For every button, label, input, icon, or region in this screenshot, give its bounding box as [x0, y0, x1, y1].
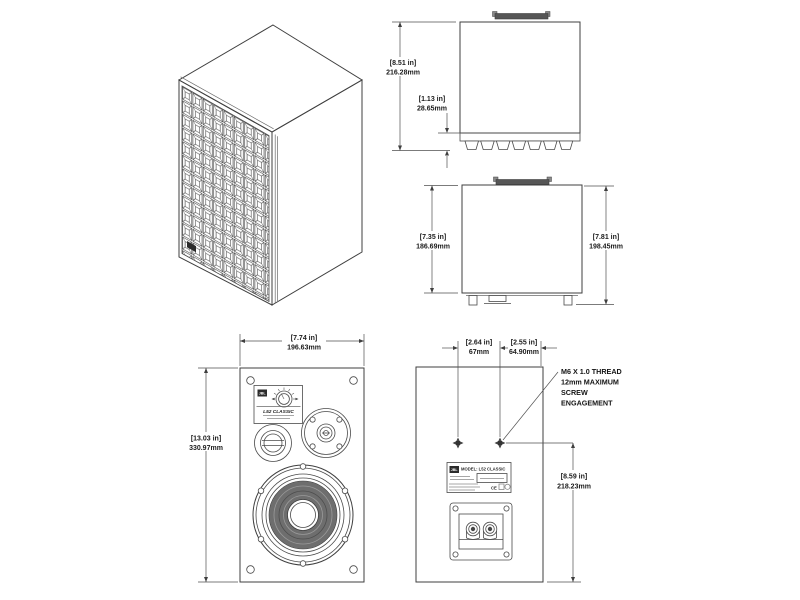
dim-spacing1-mm: 67mm [469, 349, 489, 356]
dim-spacing2-mm: 64.90mm [509, 349, 539, 356]
dim-outer-depth: [7.81 in] 198.45mm [576, 185, 626, 305]
dim-outer-in: [7.81 in] [593, 234, 619, 241]
jbl-grille-badge [187, 241, 196, 253]
thread-note-line3: SCREW [561, 388, 588, 397]
dim-grille-in: [1.13 in] [419, 96, 445, 103]
dim-inner-mm: 186.69mm [416, 244, 450, 251]
dim-outer-mm: 198.45mm [589, 244, 623, 251]
dim-depth-in: [8.51 in] [390, 60, 416, 67]
ce-mark: CE [491, 486, 497, 491]
grille-scallops [464, 140, 574, 150]
thread-note-line2: 12mm MAXIMUM [561, 378, 619, 387]
front-model-text: L52 CLASSIC [263, 409, 294, 415]
dim-insert-height-mm: 218.23mm [557, 484, 591, 491]
bass-port [254, 424, 292, 462]
terminal-cup [449, 502, 513, 561]
dim-insert-height-in: [8.59 in] [561, 474, 587, 481]
dim-depth: [8.51 in] 216.28mm [385, 21, 456, 151]
dim-spacing1-in: [2.64 in] [466, 340, 492, 347]
quadrex-grille [181, 85, 270, 303]
top-view: [8.51 in] 216.28mm [1.13 in] 28.65mm [385, 11, 581, 168]
dim-depth-mm: 216.28mm [386, 70, 420, 77]
woofer [252, 463, 354, 567]
serial-box [476, 473, 508, 483]
dim-spacing2-in: [2.55 in] [511, 340, 537, 347]
rear-view: JBL MODEL: L52 CLASSIC CE [415, 340, 622, 583]
jbl-rear-badge [449, 466, 459, 473]
rear-model-text: MODEL: L52 CLASSIC [461, 467, 505, 472]
dim-inner-depth: [7.35 in] 186.69mm [414, 185, 458, 294]
jbl-rear-badge-text: JBL [451, 468, 459, 472]
dim-insert-height: [8.59 in] 218.23mm [506, 442, 595, 583]
mount-insert-right [494, 437, 506, 449]
thread-note-line1: M6 X 1.0 THREAD [561, 367, 622, 376]
control-panel: JBL L52 CLASSIC [253, 385, 303, 424]
feet [468, 295, 573, 306]
dim-height: [13.03 in] 330.97mm [184, 367, 238, 583]
woofer-screws [257, 463, 349, 567]
tweeter [301, 408, 351, 458]
front-view: JBL L52 CLASSIC [184, 332, 365, 583]
dim-height-mm: 330.97mm [189, 445, 223, 452]
dim-width-mm: 196.63mm [287, 345, 321, 352]
dim-width: [7.74 in] 196.63mm [239, 332, 365, 366]
jbl-front-badge-text: JBL [259, 392, 267, 396]
grille-top-edge [180, 76, 274, 130]
isometric-view [177, 24, 363, 306]
grille-frame-edge [459, 132, 581, 142]
thread-note-line4: ENGAGEMENT [561, 399, 613, 408]
thread-note: M6 X 1.0 THREAD 12mm MAXIMUM SCREW ENGAG… [502, 367, 622, 441]
binding-posts [459, 521, 503, 540]
bottom-view: [7.35 in] 186.69mm [7.81 in] 198.45mm [414, 176, 626, 306]
dim-grille-depth: [1.13 in] 28.65mm [417, 96, 462, 168]
mount-rail-2 [493, 176, 552, 185]
rear-spec-label: JBL MODEL: L52 CLASSIC CE [446, 462, 512, 493]
dim-inner-in: [7.35 in] [420, 234, 446, 241]
dim-insert-spacing: [2.64 in] 67mm [2.55 in] 64.90mm [442, 340, 557, 437]
dim-height-in: [13.03 in] [191, 436, 221, 443]
corner-screws [246, 376, 358, 574]
jbl-front-badge [257, 389, 267, 397]
dim-grille-mm: 28.65mm [417, 106, 447, 113]
mount-rail [492, 11, 551, 20]
hf-knob [271, 387, 299, 408]
dim-width-in: [7.74 in] [291, 335, 317, 342]
mount-insert-left [452, 437, 464, 449]
